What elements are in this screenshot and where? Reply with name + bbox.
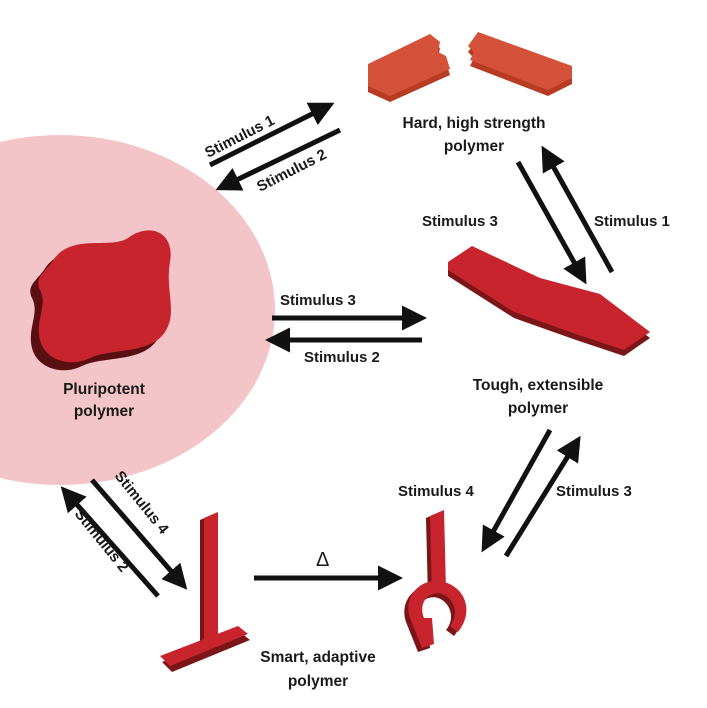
- caption-tough-line2: polymer: [508, 400, 568, 417]
- arrow-smart-to-pluri: [60, 486, 160, 598]
- caption-smart-line2: polymer: [288, 673, 348, 690]
- arrow-pluri-to-hard: [208, 102, 335, 168]
- arrow-pluri-to-smart: [90, 478, 188, 590]
- label-tough-smart-up: Stimulus 3: [556, 483, 632, 500]
- arrow-tough-to-smart: [481, 428, 553, 553]
- caption-pluripotent-line2: polymer: [74, 403, 134, 420]
- arrow-smart-to-tough: [503, 435, 581, 558]
- label-pluri-tough-fwd: Stimulus 3: [280, 292, 356, 309]
- caption-pluripotent-line1: Pluripotent: [63, 381, 145, 398]
- label-pluri-smart-fwd: Stimulus 4: [111, 468, 172, 538]
- caption-smart-line1: Smart, adaptive: [260, 649, 376, 666]
- label-smart-transform: Δ: [316, 549, 329, 571]
- smart-polymer-shape: [404, 510, 467, 652]
- arrow-tough-to-hard: [541, 145, 615, 274]
- label-pluri-tough-back: Stimulus 2: [304, 349, 380, 366]
- hard-polymer-shape: [368, 32, 572, 102]
- caption-hard-line1: Hard, high strength: [403, 115, 546, 132]
- pluripotent-polymer-shape: [30, 230, 171, 371]
- label-tough-smart-down: Stimulus 4: [398, 483, 475, 500]
- caption-tough-line1: Tough, extensible: [473, 377, 604, 394]
- caption-hard-line2: polymer: [444, 138, 504, 155]
- arrow-hard-to-tough: [515, 160, 587, 285]
- tough-polymer-shape: [448, 246, 650, 356]
- label-hard-tough-up: Stimulus 1: [594, 213, 670, 230]
- label-hard-tough-down: Stimulus 3: [422, 213, 498, 230]
- arrow-hard-to-pluri: [215, 127, 342, 191]
- t-shape-polymer: [160, 512, 250, 672]
